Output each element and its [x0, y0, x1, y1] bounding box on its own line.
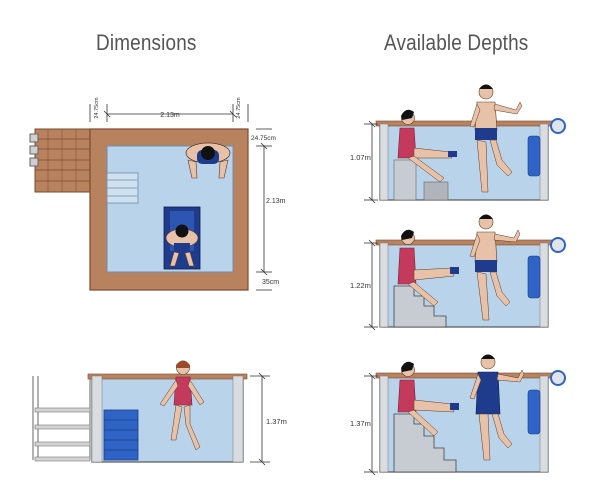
- plan-entry-steps: [106, 172, 139, 204]
- depth-3-label: 1.37m: [350, 419, 371, 428]
- depth-panel-2: 1.22m: [350, 214, 566, 331]
- pool-section-view: 1.37m: [32, 360, 287, 466]
- depth-panel-3: 1.37m: [350, 354, 566, 476]
- depth-3-steps: [393, 413, 457, 473]
- depth-3-dimension-line: [364, 372, 378, 476]
- depth-1-pump-icon: [550, 118, 566, 134]
- plan-deck-right-label: 24.75cm: [251, 135, 276, 142]
- dimensions-heading: Dimensions: [96, 30, 197, 55]
- section-depth-dimension: [250, 372, 270, 466]
- depth-panel-1: 1.07m: [350, 84, 566, 204]
- depth-1-label: 1.07m: [350, 153, 371, 162]
- depth-3-wetsuit: [475, 371, 501, 415]
- section-depth-label: 1.37m: [266, 417, 287, 426]
- depth-2-seated-swimmer: [397, 229, 459, 307]
- available-depths-heading: Available Depths: [384, 30, 529, 55]
- depth-3-seated-swimmer: [397, 361, 459, 437]
- pool-plan-view: 2.13m 24.75cm 24.75cm 24.75cm 2.13m 35cm: [29, 97, 286, 291]
- plan-width-label: 2.13m: [160, 112, 180, 119]
- depth-3-pump-icon: [550, 370, 566, 386]
- depth-2-dimension-line: [364, 239, 378, 331]
- section-entry-stairs: [32, 376, 91, 460]
- depth-1-dimension-line: [364, 120, 378, 204]
- depth-2-standing-swimmer: [469, 214, 521, 321]
- plan-swimmer-top: [185, 142, 231, 179]
- section-deck-edge: [87, 373, 248, 380]
- section-standing-swimmer: [159, 360, 205, 451]
- depth-2-pump-icon: [550, 237, 566, 253]
- depth-3-standing-swimmer: [469, 354, 525, 461]
- depth-1-seated-swimmer: [397, 109, 457, 183]
- plan-step-deck: [34, 128, 91, 193]
- plan-deck-top-right-label: 24.75cm: [236, 97, 242, 119]
- plan-bottom-margin-label: 35cm: [262, 279, 279, 286]
- plan-rail-posts: [29, 133, 39, 167]
- plan-dimension-lines: [89, 104, 272, 291]
- plan-deck-top-left-label: 24.75cm: [94, 97, 100, 119]
- depth-2-jet-unit: [527, 255, 541, 299]
- plan-treadmill-swimmer: [163, 206, 201, 270]
- depth-3-jet-unit: [527, 389, 541, 435]
- section-blue-steps: [103, 409, 139, 461]
- depth-1-jet-unit: [527, 135, 541, 177]
- depth-1-standing-swimmer: [469, 84, 523, 193]
- depth-2-label: 1.22m: [350, 281, 371, 290]
- plan-length-label: 2.13m: [266, 198, 286, 205]
- section-stair-treads: [34, 407, 91, 462]
